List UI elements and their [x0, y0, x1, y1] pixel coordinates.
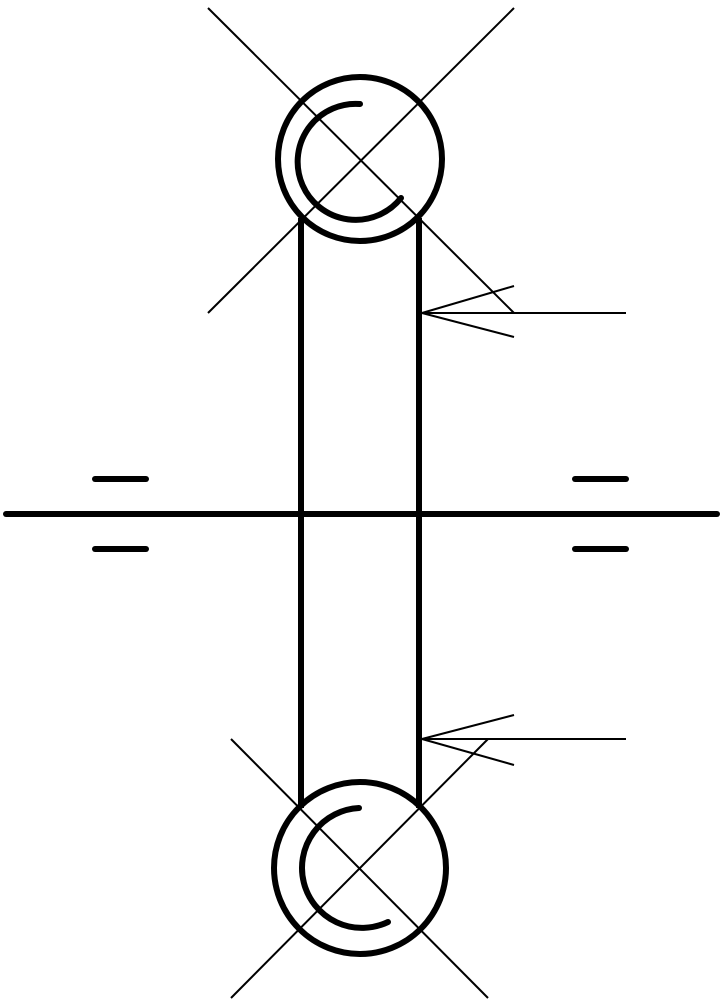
bottom-circle-outer	[271, 779, 449, 957]
top-circle-outer	[275, 74, 445, 244]
top-force-arrow	[421, 285, 626, 338]
bottom-force-arrow	[421, 714, 626, 766]
top-cross-line-b	[207, 7, 515, 314]
bottom-circle-inner-arc	[299, 805, 391, 931]
bottom-cross-line-b	[230, 738, 489, 999]
top-circle-inner-arc	[294, 100, 404, 223]
